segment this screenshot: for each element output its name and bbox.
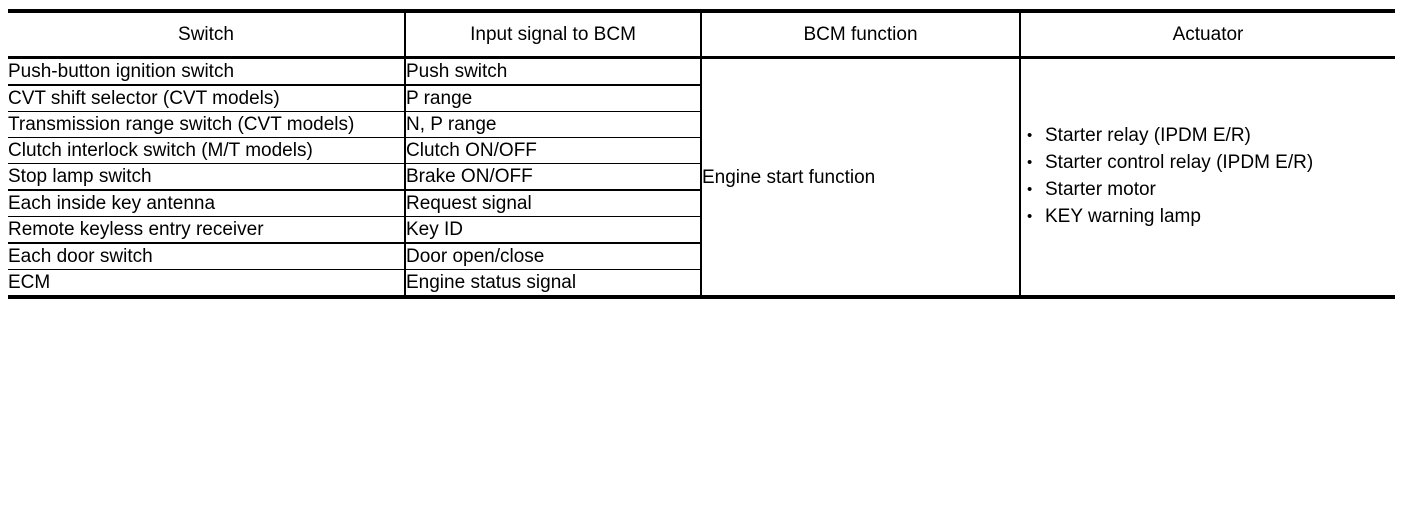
cell-input-signal: Key ID bbox=[405, 216, 702, 244]
list-item: • Starter relay (IPDM E/R) bbox=[1021, 123, 1395, 149]
column-header-bcm-function: BCM function bbox=[701, 9, 1021, 59]
bcm-engine-start-table: Switch Input signal to BCM BCM function … bbox=[8, 9, 1395, 299]
list-item-label: Starter control relay (IPDM E/R) bbox=[1045, 152, 1314, 173]
list-item-label: KEY warning lamp bbox=[1045, 206, 1201, 227]
cell-input-signal: N, P range bbox=[405, 111, 702, 138]
list-item: • Starter motor bbox=[1021, 177, 1395, 203]
table-row: Push-button ignition switch Push switch … bbox=[8, 57, 1395, 299]
cell-input-signal: P range bbox=[405, 85, 702, 112]
column-header-switch: Switch bbox=[8, 9, 406, 59]
column-header-actuator: Actuator bbox=[1020, 9, 1395, 59]
list-item-label: Starter relay (IPDM E/R) bbox=[1045, 125, 1251, 146]
cell-input-signal: Engine status signal bbox=[405, 269, 702, 299]
cell-bcm-function: Engine start function bbox=[701, 57, 1021, 299]
bullet-icon: • bbox=[1027, 127, 1033, 144]
cell-input-signal: Push switch bbox=[405, 57, 702, 86]
table-header: Switch Input signal to BCM BCM function … bbox=[8, 9, 1395, 59]
header-row: Switch Input signal to BCM BCM function … bbox=[8, 9, 1395, 59]
table-row: Each inside key antenna Request signal bbox=[8, 190, 1395, 217]
list-item-label: Starter motor bbox=[1045, 179, 1156, 200]
table-row: Transmission range switch (CVT models) N… bbox=[8, 111, 1395, 138]
table-row: Clutch interlock switch (M/T models) Clu… bbox=[8, 137, 1395, 164]
table-row: Each door switch Door open/close bbox=[8, 243, 1395, 270]
bullet-icon: • bbox=[1027, 208, 1033, 225]
cell-input-signal: Request signal bbox=[405, 190, 702, 217]
cell-actuator: • Starter relay (IPDM E/R) • Starter contr… bbox=[1020, 57, 1395, 299]
cell-input-signal: Brake ON/OFF bbox=[405, 163, 702, 191]
cell-switch: Push-button ignition switch bbox=[8, 57, 406, 86]
table-body: Push-button ignition switch Push switch … bbox=[8, 57, 1395, 299]
bullet-icon: • bbox=[1027, 154, 1033, 171]
bullet-icon: • bbox=[1027, 181, 1033, 198]
cell-switch: CVT shift selector (CVT models) bbox=[8, 85, 406, 112]
cell-input-signal: Clutch ON/OFF bbox=[405, 137, 702, 164]
cell-switch: Remote keyless entry receiver bbox=[8, 216, 406, 244]
column-header-input-signal: Input signal to BCM bbox=[405, 9, 702, 59]
table-row: Stop lamp switch Brake ON/OFF bbox=[8, 163, 1395, 191]
table-row: ECM Engine status signal bbox=[8, 269, 1395, 299]
cell-switch: ECM bbox=[8, 269, 406, 299]
actuator-list: • Starter relay (IPDM E/R) • Starter contr… bbox=[1021, 123, 1395, 230]
cell-switch: Clutch interlock switch (M/T models) bbox=[8, 137, 406, 164]
table-row: Remote keyless entry receiver Key ID bbox=[8, 216, 1395, 244]
table-row: CVT shift selector (CVT models) P range bbox=[8, 85, 1395, 112]
cell-switch: Each door switch bbox=[8, 243, 406, 270]
cell-switch: Each inside key antenna bbox=[8, 190, 406, 217]
list-item: • Starter control relay (IPDM E/R) bbox=[1021, 150, 1395, 176]
list-item: • KEY warning lamp bbox=[1021, 204, 1395, 230]
cell-switch: Transmission range switch (CVT models) bbox=[8, 111, 406, 138]
cell-switch: Stop lamp switch bbox=[8, 163, 406, 191]
cell-input-signal: Door open/close bbox=[405, 243, 702, 270]
